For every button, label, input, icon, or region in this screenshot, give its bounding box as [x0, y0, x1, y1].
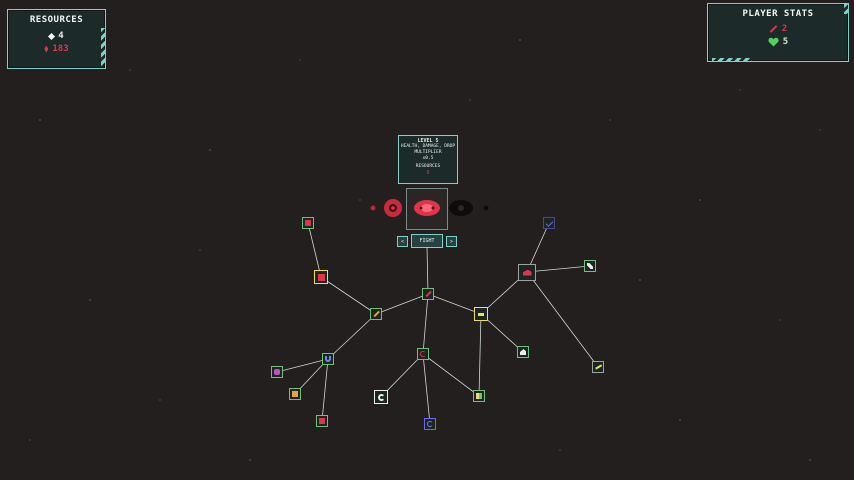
heart-icon — [768, 37, 779, 47]
skill-node[interactable] — [517, 346, 529, 358]
boot-icon — [522, 269, 532, 276]
skill-node[interactable] — [271, 366, 283, 378]
diamond-count: 4 — [58, 31, 64, 41]
magnet-icon — [325, 356, 331, 362]
enemy-locked-small-icon — [483, 205, 489, 211]
skill-node[interactable] — [314, 270, 328, 284]
skill-node[interactable] — [417, 348, 429, 360]
tooltip-desc-2: MULTIPLIER — [414, 150, 442, 155]
tooltip-level: LEVEL 5 — [417, 138, 439, 144]
tooltip-res-label: RESOURCES — [415, 164, 441, 169]
skill-node[interactable] — [424, 418, 436, 430]
skill-node[interactable] — [422, 288, 434, 300]
skill-node[interactable] — [316, 415, 328, 427]
skill-node[interactable] — [289, 388, 301, 400]
gem-icon — [319, 418, 325, 424]
panel-stripe — [712, 58, 752, 62]
level-tooltip: LEVEL 5 HEALTH, DAMAGE, DROP MULTIPLIER … — [398, 135, 458, 184]
prev-button[interactable]: < — [397, 236, 408, 247]
refresh-icon — [427, 421, 433, 427]
panel-stripe — [844, 4, 849, 14]
sword-icon — [424, 290, 432, 298]
player-stats-panel: PLAYER STATS 2 5 — [707, 3, 849, 62]
selected-enemy-frame[interactable] — [406, 188, 448, 230]
enemy-small-icon — [370, 205, 376, 211]
bar-icon — [478, 312, 484, 316]
skill-node[interactable] — [302, 217, 314, 229]
red-square-icon — [305, 220, 311, 226]
skill-node[interactable] — [474, 307, 488, 321]
red-square-icon — [317, 273, 325, 281]
next-button[interactable]: > — [446, 236, 457, 247]
fight-button[interactable]: FIGHT — [411, 234, 443, 248]
tooltip-res-value: 0 — [426, 170, 430, 176]
enemy-locked-icon — [449, 200, 473, 216]
enemy-red-icon — [384, 199, 402, 217]
heart-icon — [274, 369, 280, 375]
skill-node[interactable] — [584, 260, 596, 272]
gem-icon — [292, 391, 298, 397]
player-stats-title: PLAYER STATS — [742, 9, 814, 19]
tooltip-value: x0.5 — [422, 156, 434, 161]
sword-icon — [594, 364, 602, 370]
bars-icon — [476, 393, 482, 399]
gem-count: 183 — [52, 44, 69, 54]
refresh-icon — [420, 351, 426, 357]
skill-node[interactable] — [473, 390, 485, 402]
resources-title: RESOURCES — [29, 15, 84, 25]
skill-node[interactable] — [374, 390, 388, 404]
enemy-sprites — [370, 199, 489, 217]
skill-node[interactable] — [370, 308, 382, 320]
skill-node[interactable] — [592, 361, 604, 373]
health-value: 5 — [782, 37, 789, 47]
skill-node[interactable] — [543, 217, 555, 229]
refresh-icon — [377, 393, 385, 401]
arrows-icon — [587, 263, 593, 269]
skill-node[interactable] — [322, 353, 334, 365]
tooltip-desc-1: HEALTH, DAMAGE, DROP — [400, 144, 456, 149]
boot-icon — [520, 349, 526, 355]
gem-icon — [44, 45, 49, 53]
resources-panel: RESOURCES 4 183 — [7, 9, 106, 69]
attack-value: 2 — [781, 24, 788, 34]
check-icon — [545, 219, 553, 227]
skill-node[interactable] — [518, 264, 536, 281]
enemy-selected-icon — [414, 200, 440, 216]
panel-stripe — [101, 28, 106, 66]
sword-icon — [372, 310, 380, 318]
